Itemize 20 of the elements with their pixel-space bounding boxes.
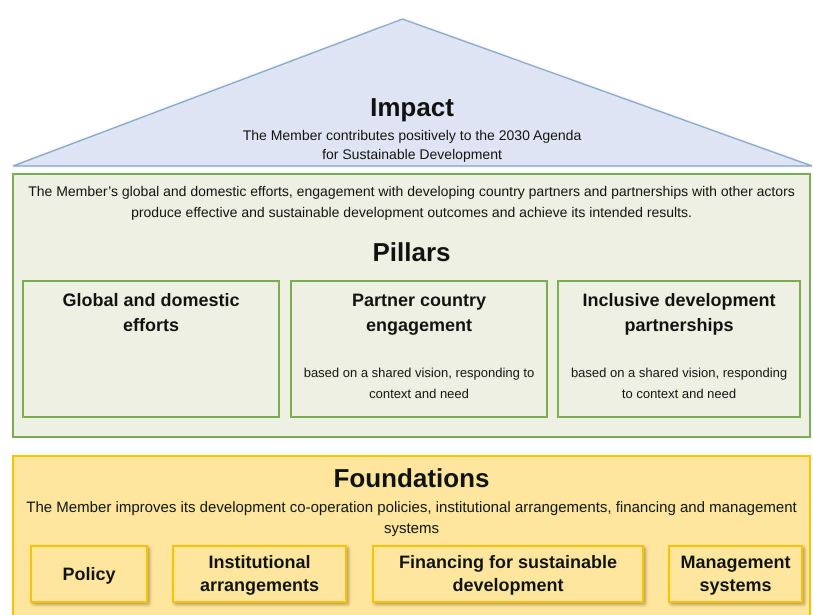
foundation-box: Management systems [668,545,803,603]
foundations-panel [12,455,811,615]
description: based on a shared vision, responding to context and need [302,364,536,403]
description: The Member contributes positively to the 2030 Agenda for Sustainable Development [242,126,582,164]
foundation-box: Policy [30,545,148,603]
pillars-panel [12,173,811,438]
description: The Member improves its development co-operation policies, institutional arrangements, financing and management systems [25,498,798,539]
heading: Pillars [371,237,452,268]
pillar-box [22,280,280,418]
heading: Global and domestic efforts [61,289,241,337]
heading: Partner country engagement [350,289,488,337]
foundation-box: Financing for sustainable development [372,545,644,603]
heading: Foundations [332,463,490,494]
foundation-box: Institutional arrangements [172,545,347,603]
pillar-box [557,280,801,418]
heading: Impact [369,92,455,123]
pillar-box [290,280,548,418]
description: based on a shared vision, responding to context and need [570,364,788,403]
description: The Member’s global and domestic efforts, engagement with developing country partners and partnerships with other actors produce effective and sustainable development outcomes and achieve its intended results. [27,182,796,222]
heading: Inclusive development partnerships [581,289,777,337]
